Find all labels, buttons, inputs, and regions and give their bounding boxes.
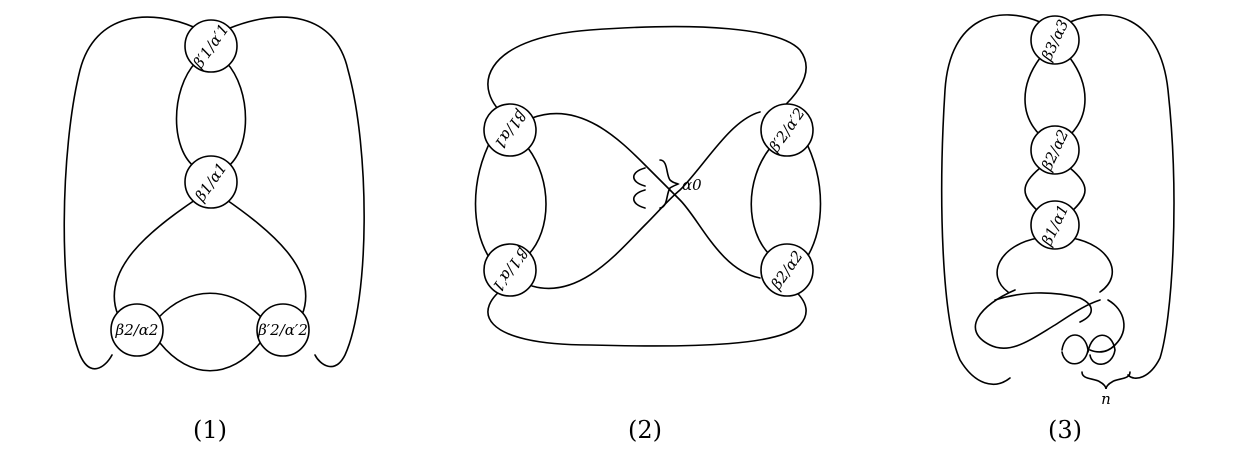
fig1-label-bottom-left: β2/α2 [115,321,159,339]
fig3-outer-right-arc [1069,14,1175,379]
fig3-clasp-right [1089,299,1125,353]
fig3-chain-left-2 [1024,167,1041,214]
fig1-outer-left-arc [63,16,197,370]
fig3-twist-label: n [1101,390,1111,408]
fig3-caption: (3) [1048,416,1082,444]
fig3-chain-right-1 [1069,57,1086,136]
fig2-right-oval-outer [803,137,822,263]
fig3-outer-left-arc [940,14,1041,386]
fig3-tangle-bottom [1030,200,1080,250]
fig2-twist-label: α0 [682,176,702,194]
fig1-triangle-left [113,197,199,316]
fig2-bottom-band [487,279,807,347]
fig2-left-oval-outer [474,137,493,263]
fig1-caption: (1) [193,416,227,444]
fig2-right-oval-inner [750,147,771,256]
figure-1: β′1/α′1 β1/α1 β2/α2 β′2/α′2 (1) [63,16,365,444]
figure-3: β3/α3 β2/α2 β1/α1 n (3) [940,14,1175,444]
fig3-chain-left-1 [1024,57,1041,136]
fig2-x-strand-b [531,111,761,290]
fig1-tangle-top [184,19,238,73]
fig3-chain-right-2 [1069,167,1086,214]
fig1-tangle-bottom-left [110,303,164,357]
fig2-twist-lower [632,189,646,209]
fig3-twist-loop-b [1087,334,1116,365]
fig1-bottom-bottom-arc [159,342,261,372]
fig1-oval-right [225,61,247,169]
figure-2: β1/α1 β′1/α′1 β′2/α′2 β2/α2 α0 (2) [474,25,822,444]
fig1-label-bottom-right: β′2/α′2 [257,321,308,339]
fig1-tangle-bottom-right [256,303,310,357]
fig3-clasp-left [974,289,1101,350]
fig3-brace [1081,371,1131,390]
fig2-tangle-top-left [483,103,537,157]
fig2-x-strand-a [531,112,761,279]
fig2-tangle-bottom-right [760,243,814,297]
fig3-clasp-cross [994,292,1093,323]
fig2-left-oval-inner [527,147,547,256]
fig1-oval-left [175,61,197,169]
fig1-tangle-middle [184,155,238,209]
fig2-tangle-bottom-left [483,243,537,297]
fig2-tangle-top-right [760,103,814,157]
fig2-brace [659,159,680,209]
fig3-lobe-right [1071,237,1114,293]
fig3-lobe-left [996,237,1039,293]
fig2-caption: (2) [628,416,662,444]
fig1-outer-right-arc [229,16,365,368]
fig3-tangle-top [1030,15,1080,65]
fig2-top-band [487,25,807,119]
fig1-triangle-right [223,197,307,316]
fig3-twist-loop-a [1061,334,1089,365]
fig1-bottom-top-arc [157,292,263,319]
fig3-tangle-middle [1030,125,1080,175]
fig2-twist-upper [632,167,646,187]
